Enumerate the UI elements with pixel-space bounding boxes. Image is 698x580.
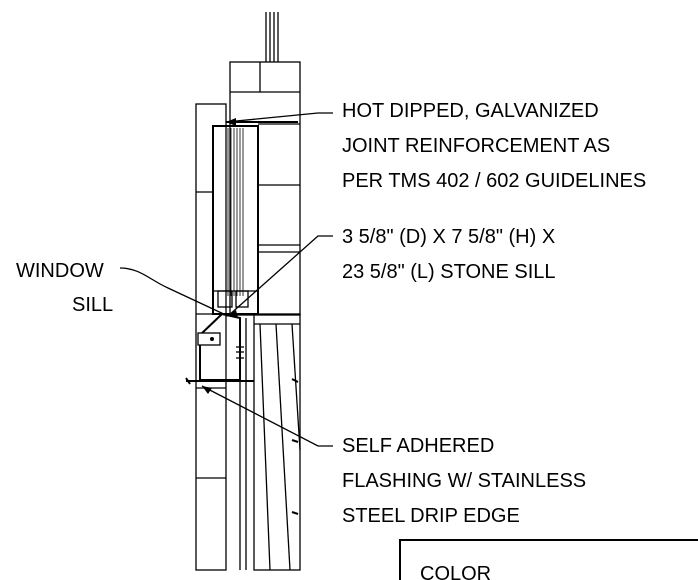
- callout-joint-line1: HOT DIPPED, GALVANIZED: [342, 100, 599, 122]
- callout-flashing-line1: SELF ADHERED: [342, 435, 494, 457]
- callout-sill-line2: 23 5/8" (L) STONE SILL: [342, 261, 556, 283]
- stone-sill: [197, 312, 244, 381]
- callout-window-line1: WINDOW: [16, 260, 104, 282]
- callout-flashing-line2: FLASHING W/ STAINLESS: [342, 470, 586, 492]
- title-block-color-label: COLOR: [420, 563, 491, 580]
- leader-lines: [119, 112, 333, 447]
- callout-joint-line2: JOINT REINFORCEMENT AS: [342, 135, 610, 157]
- callout-flashing-line3: STEEL DRIP EDGE: [342, 505, 520, 527]
- upper-wall: [229, 61, 301, 316]
- interior-wall: [195, 103, 227, 571]
- callout-window-line2: SILL: [72, 294, 113, 316]
- drip-edge-flashing: [185, 377, 254, 385]
- title-block: COLOR: [399, 539, 698, 580]
- callout-joint-line3: PER TMS 402 / 602 GUIDELINES: [342, 170, 646, 192]
- callout-sill-line1: 3 5/8" (D) X 7 5/8" (H) X: [342, 226, 555, 248]
- lower-brick-veneer: [239, 313, 301, 571]
- top-rods: [265, 12, 279, 62]
